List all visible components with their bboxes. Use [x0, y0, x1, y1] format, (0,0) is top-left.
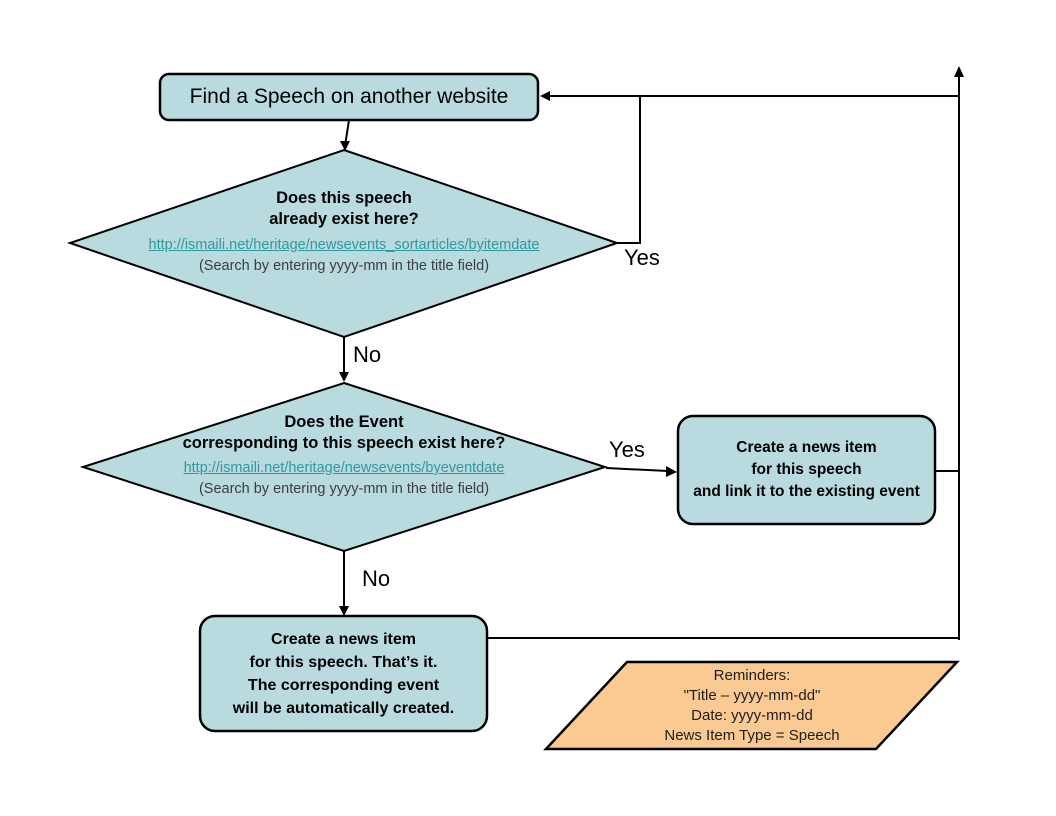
reminder-text: Reminders: "Title – yyyy-mm-dd" Date: yy… [601, 663, 903, 748]
start-node-label: Find a Speech on another website [160, 74, 538, 120]
branch-label-no1: No [353, 342, 382, 367]
decision2-question-line2: corresponding to this speech exist here? [182, 434, 506, 452]
action-create-new-text: Create a news item for this speech. That… [200, 616, 487, 731]
decision2-url-link[interactable]: http://ismaili.net/heritage/newsevents/b… [183, 460, 505, 476]
reminder-line4: News Item Type = Speech [664, 726, 840, 744]
connector-yes1-loop [617, 96, 641, 244]
action-link-existing-text: Create a news item for this speech and l… [678, 416, 935, 524]
action-create-new-shape [198, 614, 489, 733]
decision1-question-line2: already exist here? [269, 210, 419, 228]
reminder-line3: Date: yyyy-mm-dd [691, 706, 813, 724]
action-create-line3: The corresponding event [247, 676, 440, 694]
arrowhead-down-decision1 [340, 141, 350, 151]
action-link-existing-shape [676, 414, 937, 526]
start-node-text: Find a Speech on another website [189, 85, 509, 109]
reminder-parallelogram-shape [543, 660, 960, 751]
reminder-line2: "Title – yyyy-mm-dd" [683, 686, 821, 704]
action-create-line1: Create a news item [271, 630, 416, 648]
reminder-line1: Reminders: [713, 666, 791, 684]
connector-yes2 [605, 467, 669, 472]
decision1-text: Does this speech already exist here? htt… [94, 188, 594, 277]
branch-label-yes1: Yes [624, 245, 660, 270]
action-link-line2: for this speech [751, 461, 862, 478]
branch-label-no2: No [362, 566, 391, 591]
branch-label-yes2: Yes [609, 437, 645, 462]
decision2-search-hint: (Search by entering yyyy-mm in the title… [198, 481, 490, 497]
arrowhead-up-loop [954, 66, 964, 77]
action-create-line4: will be automatically created. [232, 699, 455, 717]
arrowhead-left-into-start [540, 91, 550, 101]
decision1-search-hint: (Search by entering yyyy-mm in the title… [198, 258, 490, 274]
arrowhead-down-createbox [339, 606, 349, 616]
arrowhead-right-linkbox [666, 466, 677, 477]
decision2-question-line1: Does the Event [284, 413, 404, 431]
action-create-line2: for this speech. That’s it. [249, 653, 438, 671]
action-link-line1: Create a news item [736, 439, 877, 456]
decision1-url-link[interactable]: http://ismaili.net/heritage/newsevents_s… [148, 237, 540, 253]
start-node-shape [158, 72, 540, 122]
decision1-diamond-shape [66, 148, 621, 339]
decision1-question-line1: Does this speech [276, 189, 412, 207]
decision2-diamond-shape [79, 381, 609, 553]
decision2-text: Does the Event corresponding to this spe… [94, 412, 594, 500]
action-link-line3: and link it to the existing event [693, 483, 920, 500]
arrowhead-down-decision2 [339, 372, 349, 382]
